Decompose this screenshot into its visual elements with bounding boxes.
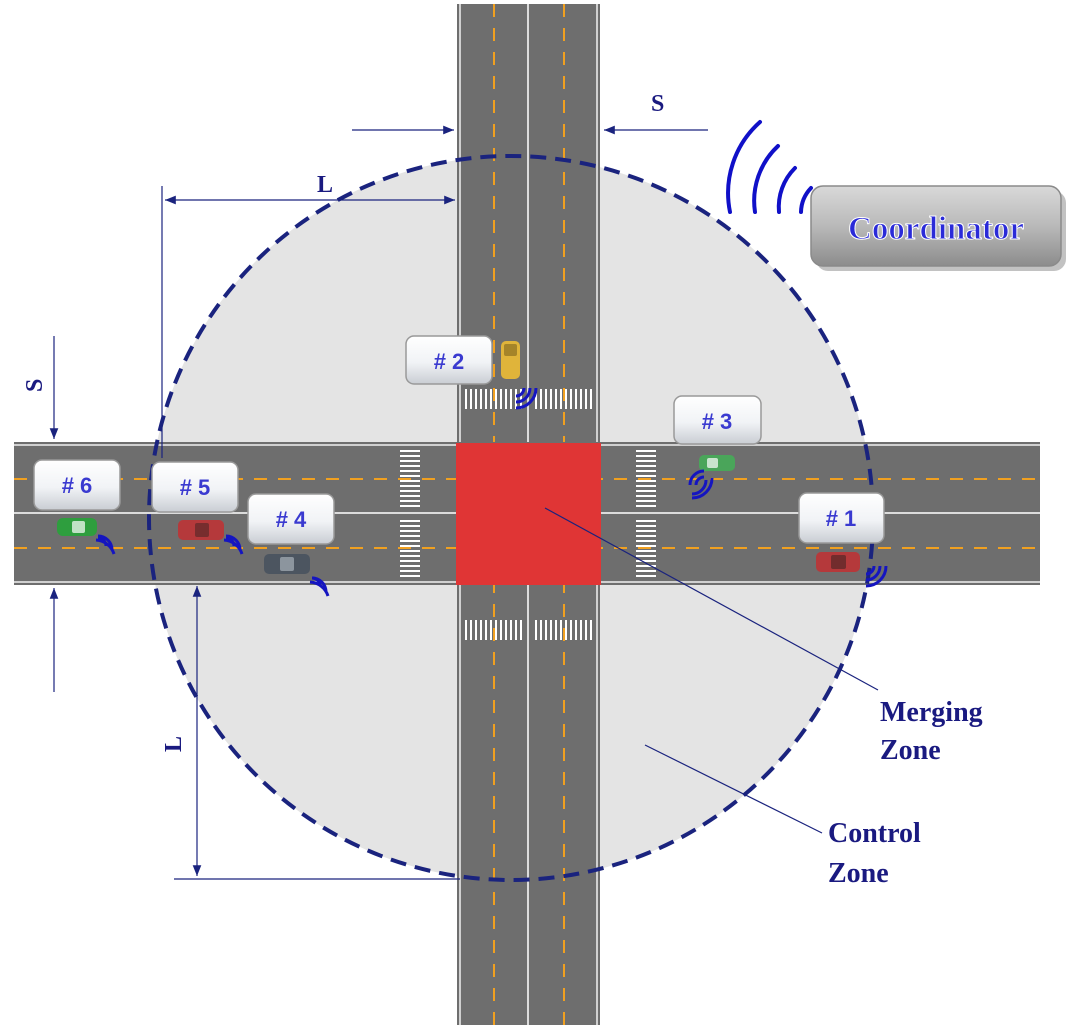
vehicle-3-car-window [707,458,718,468]
vehicle-3: # 3 [673,395,762,500]
vehicle-4-signal-icon [309,576,330,597]
vehicle-4-car-window [280,557,294,571]
vehicle-6-car-window [72,521,85,533]
crosswalk-south [465,620,592,640]
control-zone-leader [644,744,823,834]
vehicle-4: # 4 [247,493,335,597]
vehicle-2-label: # 2 [434,349,465,374]
vehicle-6-signal-icon [95,534,116,555]
vehicle-2-label-box [405,335,493,385]
vehicle-5-label-box [151,461,239,513]
vehicle-6: # 6 [33,459,121,555]
crosswalk-west [400,450,420,577]
crosswalk-east [636,450,656,577]
coordinator-signal-icon [726,120,813,214]
dimension-S-top-label: S [651,91,664,117]
vehicle-4-label: # 4 [276,507,307,532]
merging-zone [456,443,601,585]
merging-zone-leader [544,507,879,691]
vehicle-5-signal-icon [223,534,244,555]
dimension-S-left-label: S [22,379,48,392]
merging-zone-label-line1: Merging [880,697,983,728]
coordinator-label: Coordinator [848,211,1024,247]
dimension-L-top-label: L [317,172,333,198]
vehicle-1: # 1 [798,492,888,588]
vehicle-5-label: # 5 [180,475,211,500]
vehicle-5: # 5 [151,461,244,555]
coordinator-box [810,185,1062,267]
vehicle-2-signal-icon [515,387,538,410]
vehicle-6-label: # 6 [62,473,93,498]
control-zone-label-line2: Zone [828,858,889,889]
vehicle-1-car-window [831,555,846,569]
merging-zone-label-line2: Zone [880,735,941,766]
control-zone-label-line1: Control [828,818,921,849]
vehicle-6-label-box [33,459,121,511]
vehicle-1-signal-icon [865,565,888,588]
vehicle-2-car-window [504,344,517,356]
vehicle-3-label: # 3 [702,409,733,434]
dimension-L-top [161,186,455,458]
crosswalk-north [465,389,592,409]
vehicle-1-label: # 1 [826,506,857,531]
dimension-L-left [174,586,460,880]
vehicle-1-label-box [798,492,885,544]
vehicle-3-signal-icon [688,469,714,500]
dimension-L-left-label: L [161,736,187,752]
vehicle-3-label-box [673,395,762,445]
vehicle-4-label-box [247,493,335,545]
vehicle-5-car-window [195,523,209,537]
vehicle-2: # 2 [405,335,538,410]
